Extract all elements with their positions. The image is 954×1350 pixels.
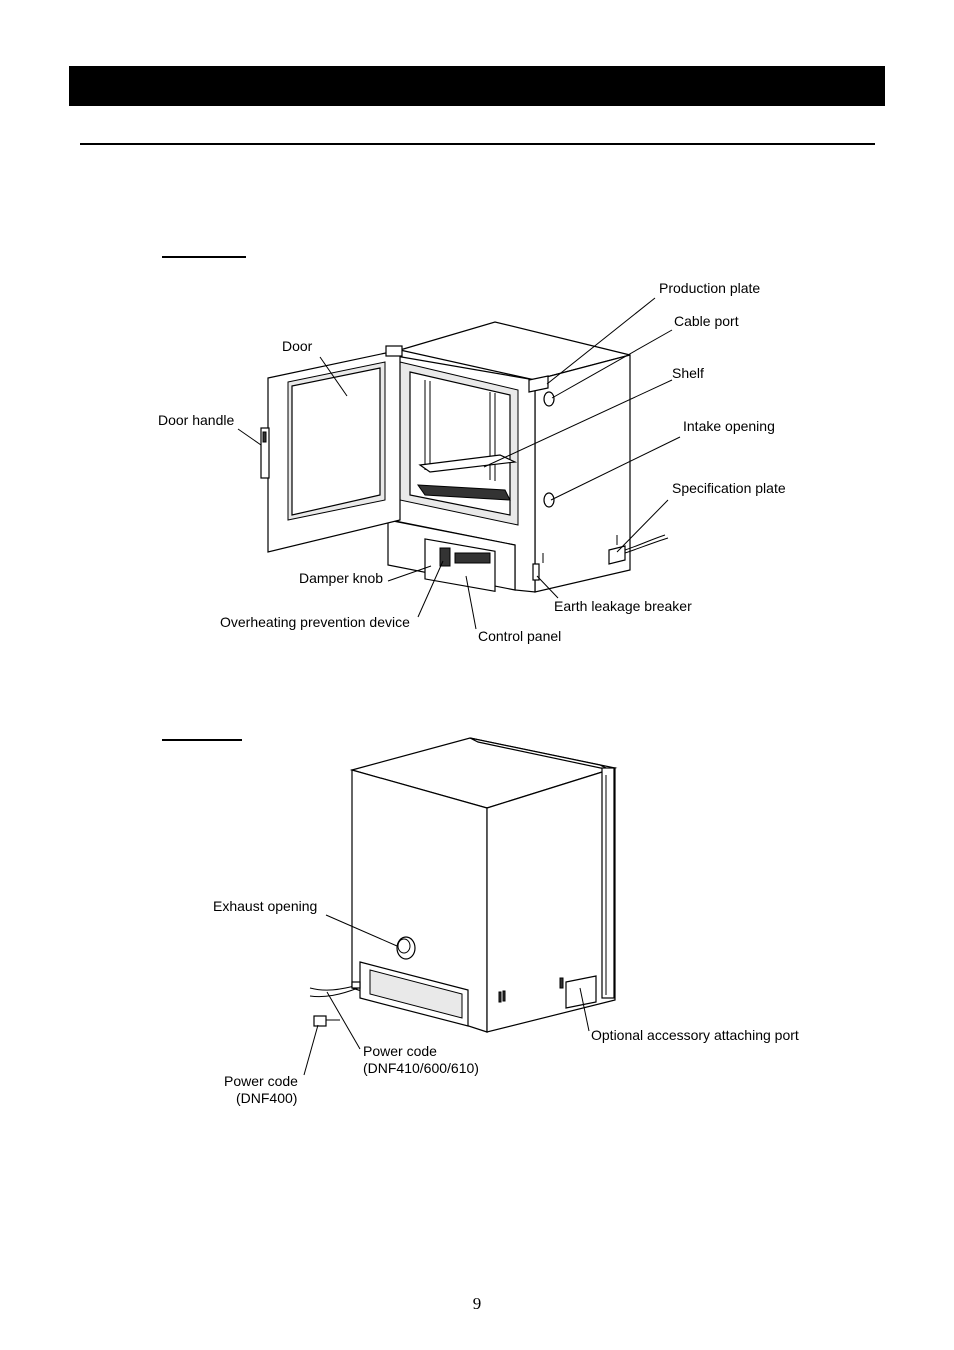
label-earth-leakage-breaker: Earth leakage breaker bbox=[554, 598, 692, 614]
label-specification-plate: Specification plate bbox=[672, 480, 786, 496]
front-unit-illustration bbox=[260, 321, 669, 593]
header-bar bbox=[69, 66, 885, 106]
label-power-code-single-model: (DNF400) bbox=[236, 1090, 298, 1106]
page-number: 9 bbox=[472, 1294, 482, 1313]
label-intake-opening: Intake opening bbox=[683, 418, 775, 434]
label-power-code-multi: Power code bbox=[363, 1043, 437, 1059]
rear-view-heading-underline bbox=[162, 739, 242, 741]
label-control-panel: Control panel bbox=[478, 628, 562, 644]
label-power-code-single: Power code bbox=[224, 1073, 298, 1089]
front-leader-lines bbox=[237, 297, 681, 630]
label-optional-accessory-attaching-port: Optional accessory attaching port bbox=[591, 1027, 799, 1043]
label-overheating-prevention-device: Overheating prevention device bbox=[220, 614, 410, 630]
label-door: Door bbox=[282, 338, 313, 354]
label-exhaust-opening: Exhaust opening bbox=[213, 898, 318, 914]
label-production-plate: Production plate bbox=[659, 280, 761, 296]
label-door-handle: Door handle bbox=[158, 412, 235, 428]
label-cable-port: Cable port bbox=[674, 313, 739, 329]
section-rule bbox=[80, 143, 875, 145]
label-shelf: Shelf bbox=[672, 365, 704, 381]
label-damper-knob: Damper knob bbox=[299, 570, 384, 586]
rear-unit-illustration bbox=[309, 737, 618, 1033]
front-view-heading-underline bbox=[162, 256, 246, 258]
rear-leader-lines bbox=[303, 914, 590, 1076]
label-power-code-multi-models: (DNF410/600/610) bbox=[363, 1060, 479, 1076]
